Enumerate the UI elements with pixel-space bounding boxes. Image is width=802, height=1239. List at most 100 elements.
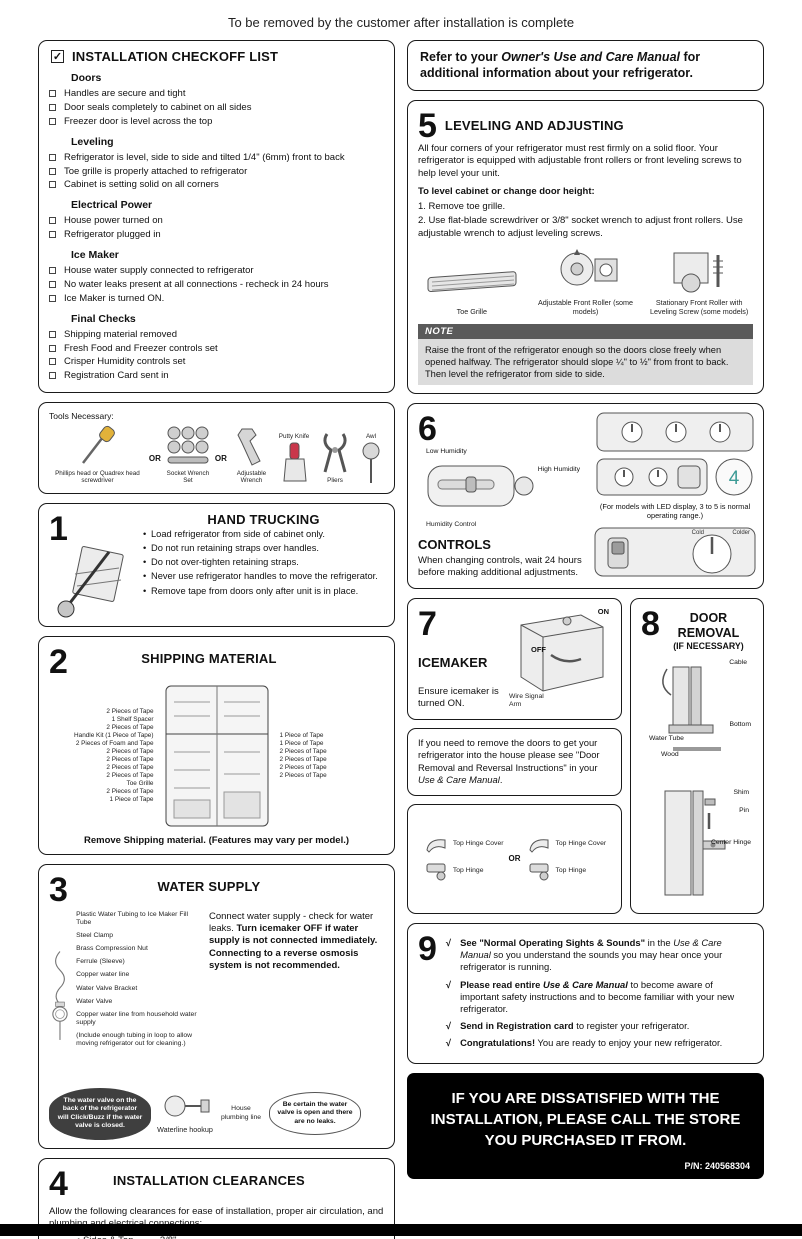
checkoff-item: Ice Maker is turned ON. xyxy=(49,293,384,305)
tools-label: Tools Necessary: xyxy=(49,411,114,422)
controls-heading: CONTROLS xyxy=(418,536,491,552)
tool-caption: Adjustable Wrench xyxy=(236,470,267,485)
tool-caption: Putty Knife xyxy=(278,433,310,441)
water-text-bold: Turn icemaker OFF if water supply is not… xyxy=(209,922,378,971)
tools-box: Tools Necessary: Phillips head or Quadre… xyxy=(38,402,395,494)
screwdriver-icon: Phillips head or Quadrex head screwdrive… xyxy=(49,423,146,484)
step-number: 9 xyxy=(418,929,437,968)
checkoff-item: Registration Card sent in xyxy=(49,370,384,382)
final-check-item: √ Congratulations! You are ready to enjo… xyxy=(446,1037,753,1049)
part-number: P/N: 240568304 xyxy=(684,1160,750,1171)
refer-pre: Refer to your xyxy=(420,50,502,64)
adjustable-front-roller-illustration: Adjustable Front Roller (some models) xyxy=(532,247,640,316)
item-end: so you understand the sounds you may hea… xyxy=(460,949,723,973)
checkbox-icon xyxy=(49,117,56,125)
figure-caption: Stationary Front Roller with Leveling Sc… xyxy=(650,298,749,316)
icemaker-text: Ensure icemaker is turned ON. xyxy=(418,685,499,710)
installation-checkoff-list-box: ✓ INSTALLATION CHECKOFF LIST Doors Handl… xyxy=(38,40,395,394)
shim-label: Shim xyxy=(733,788,750,796)
hinge-group-left: Top Hinge Cover Top Hinge xyxy=(423,834,504,884)
checkoff-item-label: Handles are secure and tight xyxy=(64,88,186,99)
control-panel-illustration xyxy=(596,412,754,452)
note-label: NOTE xyxy=(418,323,753,339)
humidity-control-illustration: Low Humidity High Humidity Humidity Cont… xyxy=(426,448,580,529)
knob-label-colder: Colder xyxy=(732,529,750,536)
awl-icon: Awl xyxy=(358,432,384,484)
tool-caption: Awl xyxy=(365,433,377,441)
center-hinge-label: Center Hinge xyxy=(710,838,751,846)
item-bold: See "Normal Operating Sights & Sounds" xyxy=(460,936,646,948)
section-heading-electrical-power: Electrical Power xyxy=(71,199,153,212)
item-end: You are ready to enjoy your new refriger… xyxy=(535,1037,723,1049)
water-supply-title: WATER SUPPLY xyxy=(157,878,261,894)
control-panel-switch-illustration: Cold Colder xyxy=(594,524,756,580)
control-panel-illustration xyxy=(596,458,708,496)
check-mark: √ xyxy=(445,936,452,948)
refrigerator-illustration xyxy=(158,682,276,830)
checkoff-item-label: Crisper Humidity controls set xyxy=(64,356,186,368)
final-check-item: √ See "Normal Operating Sights & Sounds"… xyxy=(446,937,753,974)
putty-knife-icon: Putty Knife xyxy=(276,432,312,484)
checkoff-item: House power turned on xyxy=(49,215,384,227)
checkoff-item-label: Ice Maker is turned ON. xyxy=(64,292,165,304)
checkbox-icon xyxy=(49,167,56,175)
leveling-steps: 1. Remove toe grille.2. Use flat-blade s… xyxy=(418,201,753,241)
checkbox-icon xyxy=(49,231,56,239)
checkoff-item-label: Cabinet is setting solid on all corners xyxy=(64,179,219,191)
figure-caption: Adjustable Front Roller (some models) xyxy=(537,298,634,316)
check-tick: ✓ xyxy=(52,51,63,63)
columns: ✓ INSTALLATION CHECKOFF LIST Doors Handl… xyxy=(0,40,802,1239)
item-bold: Congratulations! xyxy=(460,1037,536,1049)
socket-wrench-set-icon: Socket Wrench Set xyxy=(164,423,212,484)
checkoff-list-leveling: Refrigerator is level, side to side and … xyxy=(49,152,384,192)
checkbox-icon xyxy=(49,294,56,302)
water-diagram-label: Water Valve Bracket xyxy=(76,984,138,992)
water-diagram-label: Plastic Water Tubing to Ice Maker Fill T… xyxy=(76,910,188,926)
checkoff-item: Door seals completely to cabinet on all … xyxy=(49,102,384,114)
bullet-item: Load refrigerator from side of cabinet o… xyxy=(143,529,384,541)
checkbox-icon xyxy=(49,344,56,352)
section-heading-doors: Doors xyxy=(71,72,102,84)
shipping-label: 2 Pieces of Tape xyxy=(279,772,327,780)
figure-caption: Toe Grille xyxy=(456,306,488,316)
shipping-label: 1 Piece of Tape xyxy=(279,732,324,740)
waterline-hookup-illustration: Waterline hookup xyxy=(157,1092,213,1135)
or-label: OR xyxy=(214,453,227,463)
door-removal-title: DOOR REMOVAL xyxy=(677,610,740,640)
item-end: to become aware of important safety inst… xyxy=(460,978,735,1015)
checkoff-item: Fresh Food and Freezer controls set xyxy=(49,343,384,355)
shipping-label: 2 Pieces of Foam and Tape xyxy=(75,740,154,748)
clearances-items: Sides & Top..........3/8"Back...........… xyxy=(77,1235,384,1239)
hand-trucking-bullets: Load refrigerator from side of cabinet o… xyxy=(143,529,384,597)
house-plumbing-label: House plumbing line xyxy=(220,1105,262,1121)
high-humidity-label: High Humidity xyxy=(537,465,580,473)
icemaker-on-label: ON xyxy=(597,606,609,616)
checkbox-icon xyxy=(49,103,56,111)
checkoff-item-label: Refrigerator is level, side to side and … xyxy=(64,151,345,163)
top-hinge-label: Top Hinge xyxy=(555,866,587,874)
icemaker-doorremoval-row: 7 ICEMAKER Ensure icemaker is turned ON.… xyxy=(407,597,764,914)
check-mark: √ xyxy=(445,1020,452,1032)
top-hinge-icon xyxy=(529,863,548,881)
checkoff-item-label: Door seals completely to cabinet on all … xyxy=(64,101,252,113)
item-italic: Use & Care Manual xyxy=(460,936,722,961)
water-supply-text: Connect water supply - check for water l… xyxy=(209,911,384,1081)
shipping-label: 2 Pieces of Tape xyxy=(279,748,327,756)
step-number: 6 xyxy=(418,409,437,448)
door-text-manual: Use & Care Manual xyxy=(418,774,500,786)
section-heading-ice-maker: Ice Maker xyxy=(71,249,119,261)
step-number: 7 xyxy=(418,604,437,643)
checkoff-item: Freezer door is level across the top xyxy=(49,116,384,128)
wood-label: Wood xyxy=(661,750,679,758)
shipping-label: 2 Pieces of Tape xyxy=(106,724,154,732)
shipping-label: 1 Piece of Tape xyxy=(279,740,324,748)
bullet-item: Do not run retaining straps over handles… xyxy=(143,543,384,555)
water-supply-box: 3 WATER SUPPLY Plastic Water Tubing to I… xyxy=(38,863,395,1149)
checkoff-title: INSTALLATION CHECKOFF LIST xyxy=(72,49,279,64)
step-number: 1 xyxy=(49,509,68,548)
leveling-subhead: To level cabinet or change door height: xyxy=(418,186,595,198)
